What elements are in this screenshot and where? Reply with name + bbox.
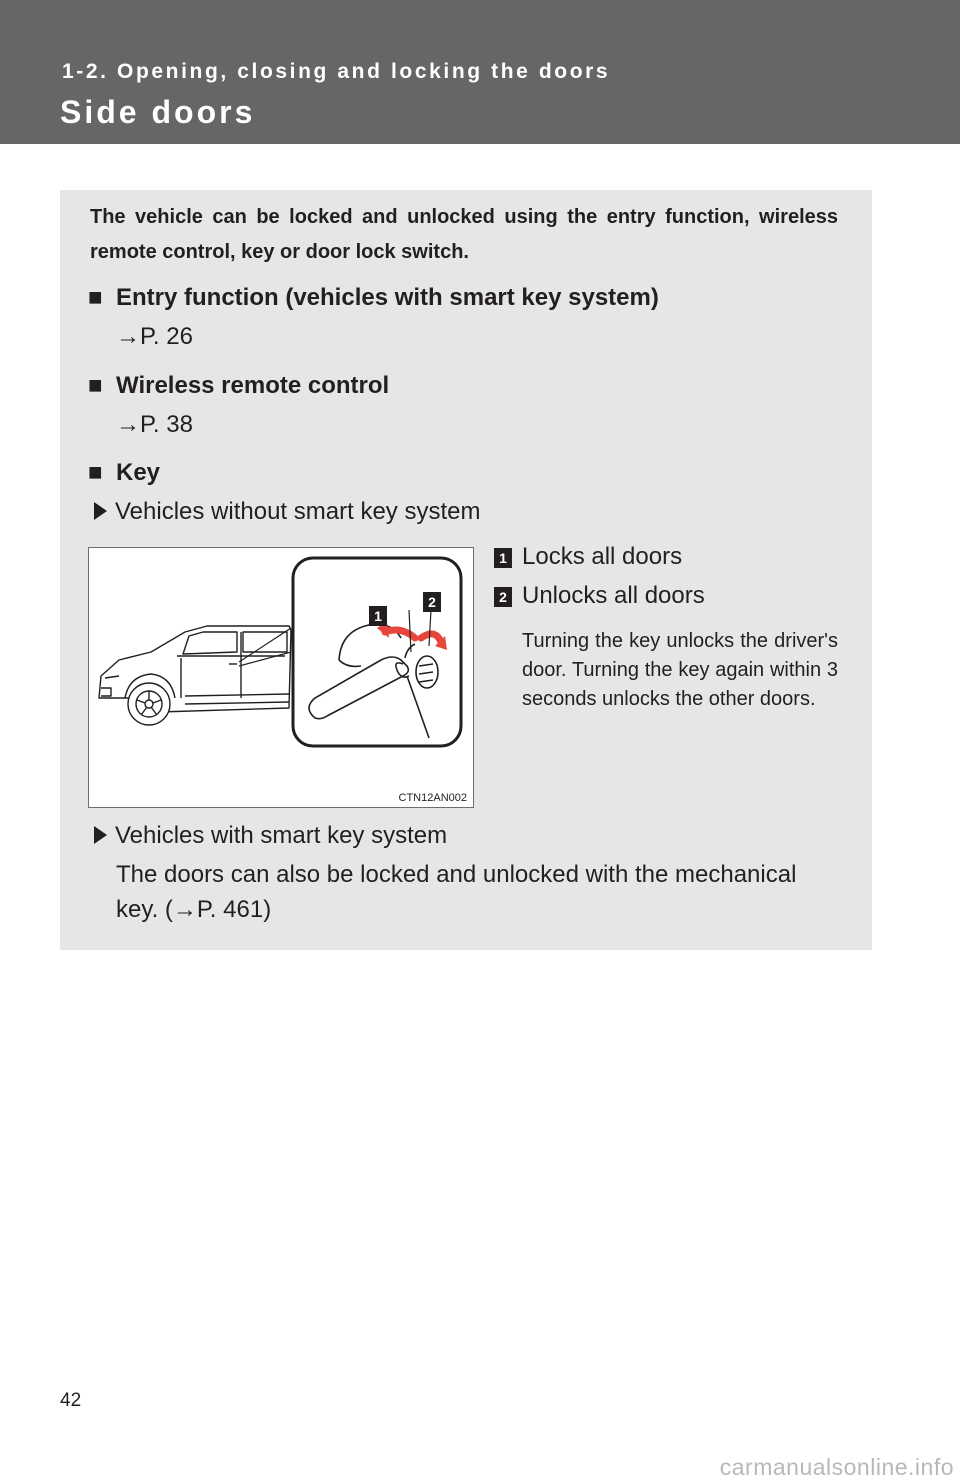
subheading-with-smart-key: Vehicles with smart key system <box>94 822 447 850</box>
black-square-icon: ■ <box>88 459 103 486</box>
heading-key-text: Key <box>116 459 161 486</box>
heading-key: ■ Key <box>88 459 160 487</box>
car-door-key-drawing: 1 2 <box>98 556 463 748</box>
callout-unlocks-text: Unlocks all doors <box>522 582 705 609</box>
page-reference-remote: →P. 38 <box>116 411 193 438</box>
heading-entry-function: ■ Entry function (vehicles with smart key… <box>88 284 659 312</box>
callout-locks-text: Locks all doors <box>522 543 683 570</box>
heading-wireless-remote-text: Wireless remote control <box>116 372 390 399</box>
subheading-without-smart-key: Vehicles without smart key system <box>94 498 480 526</box>
page-number: 42 <box>60 1390 82 1411</box>
heading-wireless-remote: ■ Wireless remote control <box>88 372 389 400</box>
chapter-header: 1-2. Opening, closing and locking the do… <box>0 0 960 144</box>
figure-code: CTN12AN002 <box>398 792 467 804</box>
callout-number-2: 2 <box>494 587 512 607</box>
unlock-note: Turning the key unlocks the driver's doo… <box>522 630 838 710</box>
subheading-without-smart-key-text: Vehicles without smart key system <box>115 498 481 525</box>
intro-paragraph: The vehicle can be locked and unlocked u… <box>90 206 838 263</box>
triangle-right-icon <box>94 826 107 844</box>
subheading-with-smart-key-text: Vehicles with smart key system <box>115 822 448 849</box>
watermark: carmanualsonline.info <box>719 1454 954 1480</box>
section-label: 1-2. Opening, closing and locking the do… <box>62 60 611 83</box>
page-title: Side doors <box>60 94 256 130</box>
triangle-right-icon <box>94 502 107 520</box>
mechanical-key-paragraph: The doors can also be locked and unlocke… <box>116 861 797 923</box>
figure-tag-2: 2 <box>428 594 436 610</box>
black-square-icon: ■ <box>88 284 103 311</box>
black-square-icon: ■ <box>88 372 103 399</box>
figure-tag-1: 1 <box>374 608 382 624</box>
heading-entry-function-text: Entry function (vehicles with smart key … <box>116 284 659 311</box>
door-lock-illustration: 1 2 CTN12AN002 <box>88 547 474 808</box>
callout-number-1: 1 <box>494 548 512 568</box>
page-reference-entry: →P. 26 <box>116 323 193 350</box>
